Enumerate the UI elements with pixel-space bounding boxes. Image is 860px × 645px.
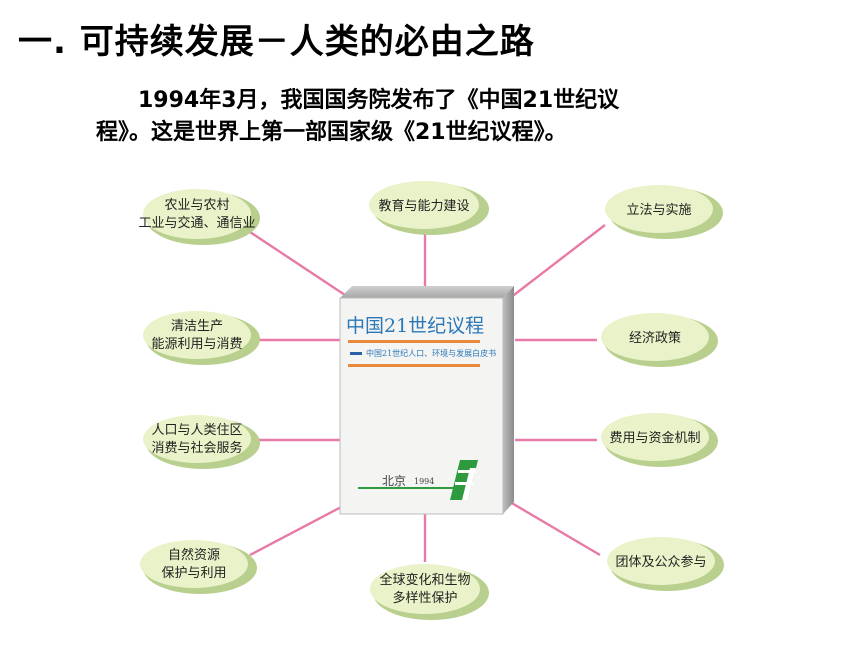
- intro-text-line-1: 1994年3月，我国国务院发布了《中国21世纪议: [138, 88, 620, 113]
- node-law: 立法与实施: [605, 185, 723, 239]
- node-nature-line-2: 保护与利用: [161, 566, 226, 581]
- book-bottom-line: [358, 487, 458, 489]
- book-cover: [339, 297, 504, 515]
- node-clean-line-1: 清洁生产: [171, 319, 223, 334]
- intro-text-line-2: 程》。这是世界上第一部国家级《21世纪议程》。: [96, 120, 567, 145]
- node-edu: 教育与能力建设: [369, 181, 489, 235]
- connector-lines: [249, 224, 606, 562]
- connector-nature: [249, 503, 346, 557]
- node-group-label: 团体及公众参与: [615, 554, 706, 570]
- node-global-line-1: 全球变化和生物: [379, 572, 470, 588]
- connector-group: [509, 500, 601, 557]
- node-nature-line-1: 自然资源: [168, 547, 220, 563]
- node-clean: 清洁生产 能源利用与消费: [143, 311, 260, 365]
- connector-agri: [249, 230, 346, 297]
- slide-title: 一. 可持续发展－人类的必由之路: [18, 22, 535, 62]
- node-agri-line-2: 工业与交通、通信业: [138, 215, 255, 231]
- book-top-edge: [340, 286, 514, 298]
- book-city: 北京: [382, 474, 406, 488]
- book-side-edge: [503, 286, 514, 514]
- book-dash: [350, 352, 362, 355]
- node-fund: 费用与资金机制: [601, 413, 718, 467]
- node-pop-line-2: 消费与社会服务: [151, 440, 242, 456]
- book-logo-icon: [450, 460, 478, 500]
- node-group: 团体及公众参与: [607, 537, 724, 591]
- book-title: 中国21世纪议程: [346, 315, 484, 337]
- node-nature: 自然资源 保护与利用: [140, 540, 257, 594]
- agenda-book: 中国21世纪议程 中国21世纪人口、环境与发展白皮书 北京 1994: [339, 286, 514, 515]
- node-edu-label: 教育与能力建设: [378, 198, 469, 214]
- node-econ: 经济政策: [601, 313, 718, 367]
- node-global-line-2: 多样性保护: [392, 590, 457, 606]
- book-year: 1994: [414, 477, 434, 486]
- node-agri: 农业与农村 工业与交通、通信业: [138, 189, 260, 245]
- book-bar-top: [348, 340, 480, 343]
- node-clean-line-2: 能源利用与消费: [151, 337, 242, 352]
- connector-law: [509, 224, 606, 299]
- node-law-label: 立法与实施: [626, 203, 691, 218]
- node-fund-label: 费用与资金机制: [609, 430, 700, 446]
- node-pop: 人口与人类住区 消费与社会服务: [143, 415, 260, 469]
- book-subtitle: 中国21世纪人口、环境与发展白皮书: [366, 348, 496, 358]
- node-econ-label: 经济政策: [629, 330, 681, 346]
- node-global: 全球变化和生物 多样性保护: [370, 564, 489, 620]
- node-pop-line-1: 人口与人类住区: [151, 423, 242, 438]
- node-agri-line-1: 农业与农村: [164, 198, 229, 213]
- book-bar-bottom: [348, 364, 480, 367]
